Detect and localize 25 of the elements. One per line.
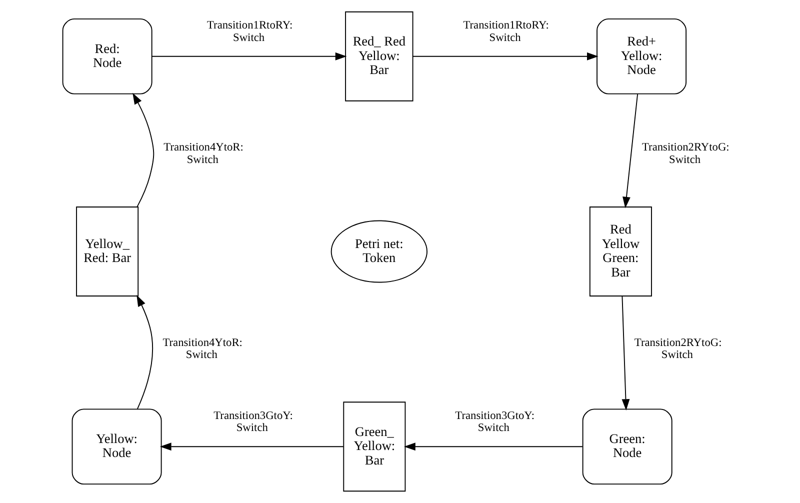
node-ellipse: Petri net: Token bbox=[330, 220, 428, 283]
arrow bbox=[412, 52, 598, 60]
node-box: Green: Node bbox=[582, 408, 672, 485]
arrow bbox=[132, 92, 154, 208]
node-box: Red_ Red Yellow: Bar bbox=[345, 11, 414, 102]
arrow bbox=[160, 442, 344, 451]
edge-label: Transition2RYtoG: Switch bbox=[634, 336, 722, 362]
arrow bbox=[622, 94, 638, 208]
edge-label: Transition1RtoRY: Switch bbox=[207, 20, 293, 44]
edge-label: Transition4YtoR: Switch bbox=[162, 336, 242, 362]
arrow bbox=[622, 296, 630, 410]
edge-label: Transition3GtoY: Switch bbox=[455, 410, 535, 434]
node-box: Red: Node bbox=[62, 18, 152, 94]
arrow bbox=[151, 52, 347, 60]
edge-label: Transition4YtoR: Switch bbox=[164, 142, 244, 166]
edge-label: Transition2RYtoG: Switch bbox=[642, 142, 730, 166]
node-box: Red+ Yellow: Node bbox=[596, 18, 687, 94]
node-box: Red Yellow Green: Bar bbox=[589, 206, 652, 296]
edge-label: Transition1RtoRY: Switch bbox=[463, 20, 549, 44]
edge-label: Transition3GtoY: Switch bbox=[214, 410, 293, 434]
node-box: Green_ Yellow: Bar bbox=[343, 402, 406, 492]
arrow bbox=[404, 442, 583, 451]
node-box: Yellow_ Red: Bar bbox=[76, 206, 139, 296]
node-box: Yellow: Node bbox=[72, 408, 162, 485]
arrow bbox=[136, 295, 153, 410]
